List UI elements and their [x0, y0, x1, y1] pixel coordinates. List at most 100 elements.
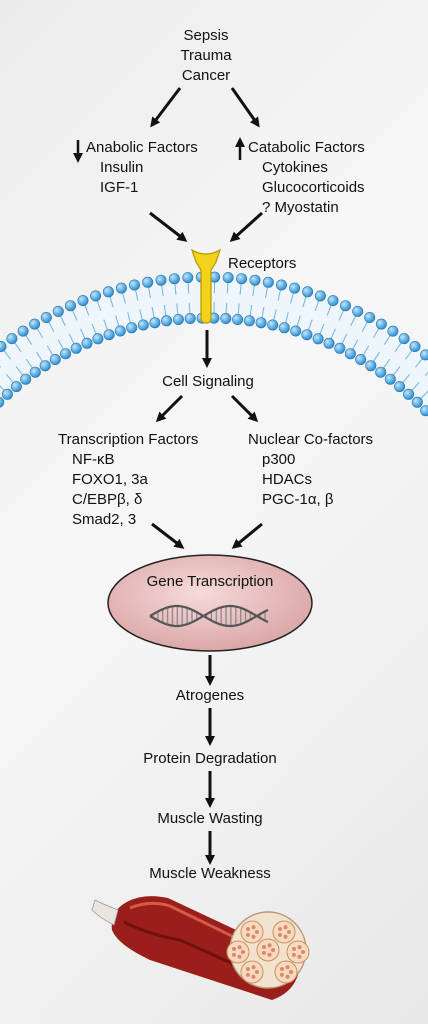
- lipid-head: [267, 319, 279, 331]
- lipid-head: [220, 312, 232, 324]
- lipid-head: [409, 340, 421, 352]
- dna-strand: [149, 604, 269, 628]
- lipid-head: [92, 333, 104, 345]
- anabolic-item: IGF-1: [100, 179, 139, 196]
- lipid-head: [49, 353, 61, 365]
- lipid-head: [0, 341, 7, 352]
- lipid-head: [70, 342, 82, 354]
- muscle-fascicle: [240, 960, 264, 984]
- lipid-head: [29, 366, 41, 378]
- arrow-to-anabolic: [150, 87, 182, 128]
- gene-transcription-label: Gene Transcription: [146, 573, 274, 590]
- lipid-head: [142, 276, 154, 288]
- lipid-head: [384, 373, 396, 385]
- lipid-head: [115, 282, 127, 294]
- lipid-head: [236, 273, 248, 285]
- muscle-fascicle: [274, 960, 298, 984]
- muscle-fiber: [267, 943, 272, 948]
- muscle-fiber: [283, 925, 288, 930]
- muscle-fiber: [245, 932, 250, 937]
- cofactor-item: PGC-1α, β: [262, 491, 334, 508]
- cause-trauma: Trauma: [180, 47, 232, 64]
- nuclear-cofactors-list: p300 HDACs PGC-1α, β: [262, 450, 333, 510]
- catabolic-item: Cytokines: [262, 159, 328, 176]
- muscle-fiber: [277, 932, 282, 937]
- muscle-fiber: [251, 934, 256, 939]
- muscle-fiber: [237, 945, 242, 950]
- lipid-head: [262, 276, 274, 288]
- lipid-head: [6, 333, 18, 345]
- lipid-head: [20, 373, 32, 385]
- muscle-wasting-label: Muscle Wasting: [157, 810, 263, 827]
- lipid-head: [302, 286, 314, 298]
- cause-sepsis: Sepsis: [183, 27, 229, 44]
- catabolic-factors-list: Cytokines Glucocorticoids ? Myostatin: [262, 158, 365, 218]
- lipid-head: [77, 295, 89, 307]
- catabolic-item: Glucocorticoids: [262, 179, 365, 196]
- lipid-head: [137, 319, 149, 331]
- muscle-fiber: [289, 970, 293, 974]
- muscle-fiber: [292, 947, 296, 951]
- arrow-tf-to-nucleus: [151, 522, 185, 549]
- anabolic-factors-list: Insulin IGF-1: [100, 158, 143, 198]
- lipid-head: [327, 295, 339, 307]
- lipid-head: [168, 273, 180, 285]
- muscle-fiber: [245, 972, 250, 977]
- lipid-head: [352, 305, 364, 317]
- transcription-factor-item: Smad2, 3: [72, 511, 137, 528]
- lipid-head: [114, 325, 126, 337]
- arrow-cofactors-to-nucleus: [231, 522, 263, 549]
- transcription-factor-item: C/EBPβ, δ: [72, 491, 143, 508]
- muscle-fiber: [237, 954, 242, 959]
- lipid-head: [394, 381, 406, 393]
- lipid-head: [129, 279, 141, 291]
- lipid-head: [314, 290, 326, 302]
- muscle-fiber: [271, 948, 275, 952]
- anabolic-item: Insulin: [100, 159, 144, 176]
- arrow-to-transcription-factors: [155, 394, 184, 423]
- muscle-fascicle: [272, 920, 296, 944]
- lipid-head: [275, 279, 287, 291]
- lipid-head: [255, 317, 267, 329]
- cofactor-item: p300: [262, 451, 296, 468]
- muscle-fiber: [246, 927, 250, 931]
- lipid-head: [411, 396, 423, 408]
- lipid-head: [420, 405, 428, 417]
- lipid-head: [289, 282, 301, 294]
- lipid-head: [398, 333, 410, 345]
- dna-strand: [149, 604, 269, 628]
- muscle-fascicle: [226, 940, 250, 964]
- cause-cancer: Cancer: [181, 67, 231, 84]
- muscle-fiber: [262, 945, 266, 949]
- lipid-head: [301, 329, 313, 341]
- lipid-head: [339, 300, 351, 312]
- muscle-fiber: [297, 945, 302, 950]
- muscle-fiber: [261, 950, 266, 955]
- lipid-head: [364, 311, 376, 323]
- lipid-head: [0, 396, 5, 408]
- nuclear-cofactors-title: Nuclear Co-factors: [248, 431, 374, 448]
- muscle-fiber: [267, 952, 272, 957]
- transcription-factor-item: NF-κB: [72, 451, 115, 468]
- muscle-fascicle: [256, 938, 280, 962]
- transcription-factors-list: NF-κB FOXO1, 3a C/EBPβ, δ Smad2, 3: [72, 450, 148, 530]
- muscle-fiber: [255, 970, 259, 974]
- membrane-tail-band: [0, 283, 428, 405]
- catabolic-item: ? Myostatin: [262, 199, 339, 216]
- lipid-head: [126, 322, 138, 334]
- muscle-fascicle: [286, 940, 310, 964]
- causes-list: Sepsis Trauma Cancer: [180, 26, 231, 86]
- lipid-head: [355, 353, 367, 365]
- lipid-head: [182, 272, 194, 284]
- muscle-fiber: [279, 972, 284, 977]
- atrogenes-label: Atrogenes: [175, 687, 245, 704]
- arrow-to-catabolic: [230, 87, 260, 128]
- lipid-head: [403, 388, 415, 400]
- lipid-head: [40, 311, 52, 323]
- lipid-head: [155, 274, 167, 286]
- lipid-head: [161, 315, 173, 327]
- protein-degradation-label: Protein Degradation: [143, 750, 277, 767]
- muscle-fiber: [231, 952, 236, 957]
- lipid-head: [39, 360, 51, 372]
- muscle-fiber: [278, 927, 282, 931]
